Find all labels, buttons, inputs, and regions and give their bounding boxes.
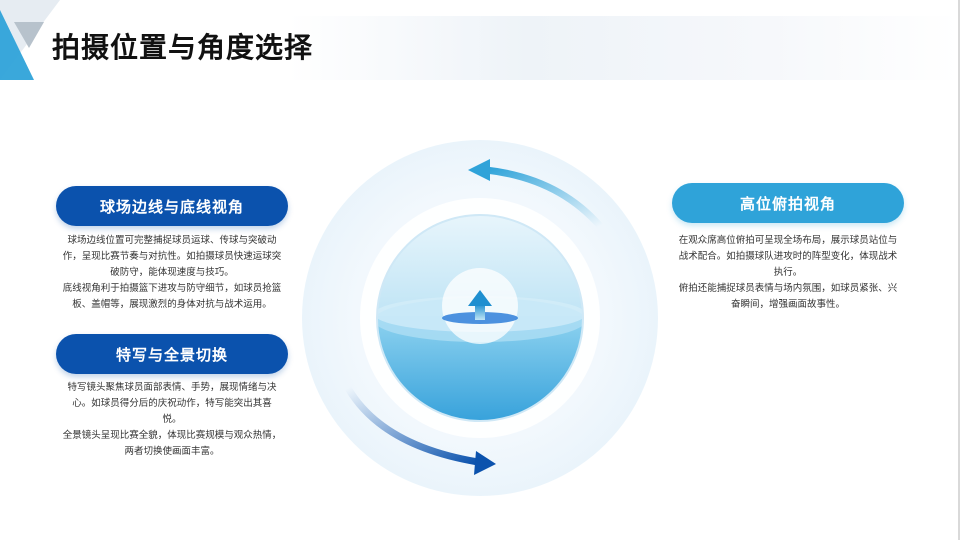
- up-arrow-icon: [468, 290, 492, 320]
- desc-line: 心。如球员得分后的庆祝动作，特写能突出其喜: [72, 398, 272, 409]
- desc-high-angle: 在观众席高位俯拍可呈现全场布局，展示球员站位与 战术配合。如拍摄球队进攻时的阵型…: [662, 233, 914, 313]
- right-border: [958, 0, 960, 540]
- curved-arrow-right-icon: [344, 384, 496, 475]
- desc-line: 悦。: [162, 414, 182, 425]
- label-high-angle: 高位俯拍视角: [672, 183, 904, 223]
- desc-line: 底线视角利于拍摄篮下进攻与防守细节，如球员抢篮: [62, 283, 282, 294]
- desc-closeup-panorama: 特写镜头聚焦球员面部表情、手势，展现情绪与决 心。如球员得分后的庆祝动作，特写能…: [46, 380, 298, 460]
- desc-line: 执行。: [773, 267, 803, 278]
- corner-decoration: [0, 0, 60, 80]
- desc-line: 两者切换使画面丰富。: [124, 446, 220, 457]
- label-sideline-baseline: 球场边线与底线视角: [56, 186, 288, 226]
- desc-line: 破防守，能体现速度与技巧。: [110, 267, 234, 278]
- desc-line: 奋瞬间，增强画面故事性。: [730, 299, 845, 310]
- desc-line: 特写镜头聚焦球员面部表情、手势，展现情绪与决: [67, 382, 277, 393]
- label-closeup-panorama: 特写与全景切换: [56, 334, 288, 374]
- center-sphere-graphic: [302, 140, 658, 496]
- desc-line: 全景镜头呈现比赛全貌，体现比赛规模与观众热情，: [62, 430, 282, 441]
- page-title: 拍摄位置与角度选择: [52, 31, 314, 64]
- desc-sideline-baseline: 球场边线位置可完整捕捉球员运球、传球与突破动 作，呈现比赛节奏与对抗性。如拍摄球…: [46, 233, 298, 313]
- desc-line: 俯拍还能捕捉球员表情与场内氛围，如球员紧张、兴: [678, 283, 898, 294]
- desc-line: 板、盖帽等，展现激烈的身体对抗与战术运用。: [72, 299, 272, 310]
- title-bar: [0, 16, 960, 80]
- desc-line: 作，呈现比赛节奏与对抗性。如拍摄球员快速运球突: [62, 251, 282, 262]
- desc-line: 在观众席高位俯拍可呈现全场布局，展示球员站位与: [678, 235, 898, 246]
- desc-line: 球场边线位置可完整捕捉球员运球、传球与突破动: [67, 235, 277, 246]
- curved-arrow-left-icon: [468, 159, 604, 230]
- desc-line: 战术配合。如拍摄球队进攻时的阵型变化，体现战术: [678, 251, 898, 262]
